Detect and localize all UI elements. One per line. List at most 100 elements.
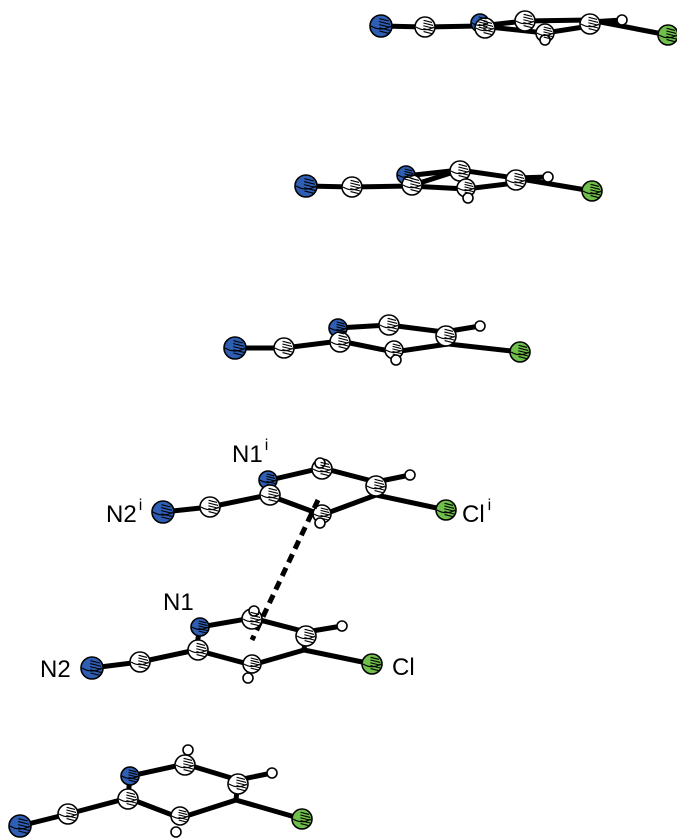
ellipsoid-equator-arc (342, 186, 362, 191)
atom-c-m5e (295, 625, 317, 647)
atom-c-m6e (227, 773, 249, 795)
ellipsoid-hatch-line (374, 490, 384, 494)
ellipsoid-hatch-line (350, 182, 361, 186)
ellipsoid-hatch-line (518, 347, 529, 351)
ellipsoid-hatch-line (304, 628, 314, 632)
atom-n2-m1 (369, 14, 393, 38)
ellipsoid-hatch-line (379, 30, 389, 34)
ellipsoid-equator-arc (242, 618, 262, 623)
ellipsoid-equator-arc (200, 506, 220, 511)
ellipsoid-hatch-line (282, 352, 292, 356)
ellipsoid-hatch-line (387, 317, 397, 321)
ellipsoid-hatch-line (483, 20, 493, 24)
atom-c-m3b (329, 331, 351, 353)
ellipsoid-hatch-line (483, 32, 493, 36)
atom-n2-i (151, 500, 175, 524)
ellipsoid-equator-arc (510, 351, 530, 356)
ellipsoid-equator-arc (228, 783, 248, 788)
ellipsoid-hatch-line (196, 642, 206, 646)
ellipsoid-hatch-line (423, 22, 434, 26)
ellipsoid-hatch-line (392, 353, 401, 357)
ellipsoid-hatch-line (304, 190, 314, 194)
atom-h-m4c (404, 469, 416, 481)
ellipsoid-hatch-line (236, 776, 246, 780)
ellipsoid-hatch-line (444, 328, 454, 332)
atom-c-m3c (378, 314, 400, 336)
atom-c-m4a (199, 496, 221, 518)
ellipsoid-hatch-line (392, 345, 402, 350)
ellipsoid-equator-arc (379, 324, 399, 329)
ellipsoid-hatch-line (66, 818, 76, 822)
ellipsoid-hatch-line (666, 30, 677, 34)
ellipsoid-hatch-line (236, 788, 246, 792)
ellipsoid-equator-arc (475, 27, 495, 32)
atom-cl-m2 (581, 180, 603, 202)
ellipsoid-hatch-line (138, 666, 148, 670)
label-n1: N1 (163, 589, 194, 616)
ellipsoid-hatch-line (268, 499, 278, 503)
ellipsoid-hatch-line (404, 170, 414, 175)
atom-h-m3b (474, 320, 486, 332)
ellipsoid-equator-arc (243, 663, 261, 668)
ellipsoid-hatch-line (18, 818, 28, 822)
ellipsoid-hatch-line (444, 331, 455, 335)
ellipsoid-hatch-line (478, 16, 487, 20)
ellipsoid-equator-arc (312, 468, 332, 473)
ellipsoid-hatch-line (370, 659, 381, 663)
ellipsoid-hatch-line (543, 28, 553, 33)
ellipsoid-equator-arc (457, 187, 475, 192)
ellipsoid-hatch-line (320, 517, 329, 521)
molecule-1 (369, 10, 677, 46)
ellipsoid-hatch-line (196, 645, 207, 649)
atom-h-m4b (314, 517, 326, 529)
ellipsoid-equator-arc (191, 626, 209, 631)
ellipsoid-equator-arc (580, 23, 600, 28)
ellipsoid-hatch-line (338, 337, 349, 341)
ellipsoid-hatch-line (128, 779, 137, 783)
ellipsoid-hatch-line (410, 177, 420, 181)
ellipsoid-hatch-line (178, 819, 187, 823)
ellipsoid-hatch-line (304, 640, 314, 644)
atom-n2-m3 (223, 336, 247, 360)
ellipsoid-hatch-line (543, 26, 552, 30)
ellipsoid-hatch-line (198, 630, 207, 634)
ellipsoid-hatch-line (523, 25, 533, 29)
ellipsoid-equator-arc (402, 184, 422, 189)
molecule-5: N1 N2 Cl (40, 589, 415, 684)
ellipsoid-hatch-line (138, 654, 148, 658)
ellipsoid-hatch-line (379, 21, 391, 25)
ellipsoid-hatch-line (233, 352, 243, 356)
atom-c-m4e (365, 475, 387, 497)
ellipsoid-hatch-line (483, 23, 494, 27)
atom-c-m6b (117, 788, 139, 810)
ellipsoid-equator-arc (9, 825, 31, 830)
ellipsoid-hatch-line (590, 195, 600, 199)
ellipsoid-hatch-line (464, 183, 474, 188)
ellipsoid-hatch-line (183, 769, 193, 773)
ellipsoid-hatch-line (523, 13, 533, 17)
ellipsoid-equator-arc (188, 649, 208, 654)
ellipsoid-hatch-line (161, 507, 173, 511)
ellipsoid-hatch-line (336, 331, 345, 335)
ellipsoid-hatch-line (18, 830, 28, 834)
atom-cl-i (435, 499, 457, 521)
atom-c-m6d (170, 806, 190, 826)
atom-c-m1e (579, 13, 601, 35)
ellipsoid-equator-arc (274, 347, 294, 352)
molecule-3 (223, 314, 531, 366)
ellipsoid-hatch-line (250, 659, 260, 664)
atom-c-m5b (187, 639, 209, 661)
ellipsoid-equator-arc (385, 349, 403, 354)
ellipsoid-hatch-line (514, 175, 525, 179)
ellipsoid-hatch-line (90, 660, 100, 664)
ellipsoid-equator-arc (292, 818, 312, 823)
atom-n2-m2 (294, 174, 318, 198)
atom-n2-m6 (8, 814, 32, 838)
ellipsoid-hatch-line (336, 321, 345, 325)
ellipsoid-equator-arc (362, 663, 382, 668)
ellipsoid-hatch-line (178, 811, 188, 816)
ellipsoid-hatch-line (300, 814, 311, 818)
ellipsoid-hatch-line (370, 668, 380, 672)
